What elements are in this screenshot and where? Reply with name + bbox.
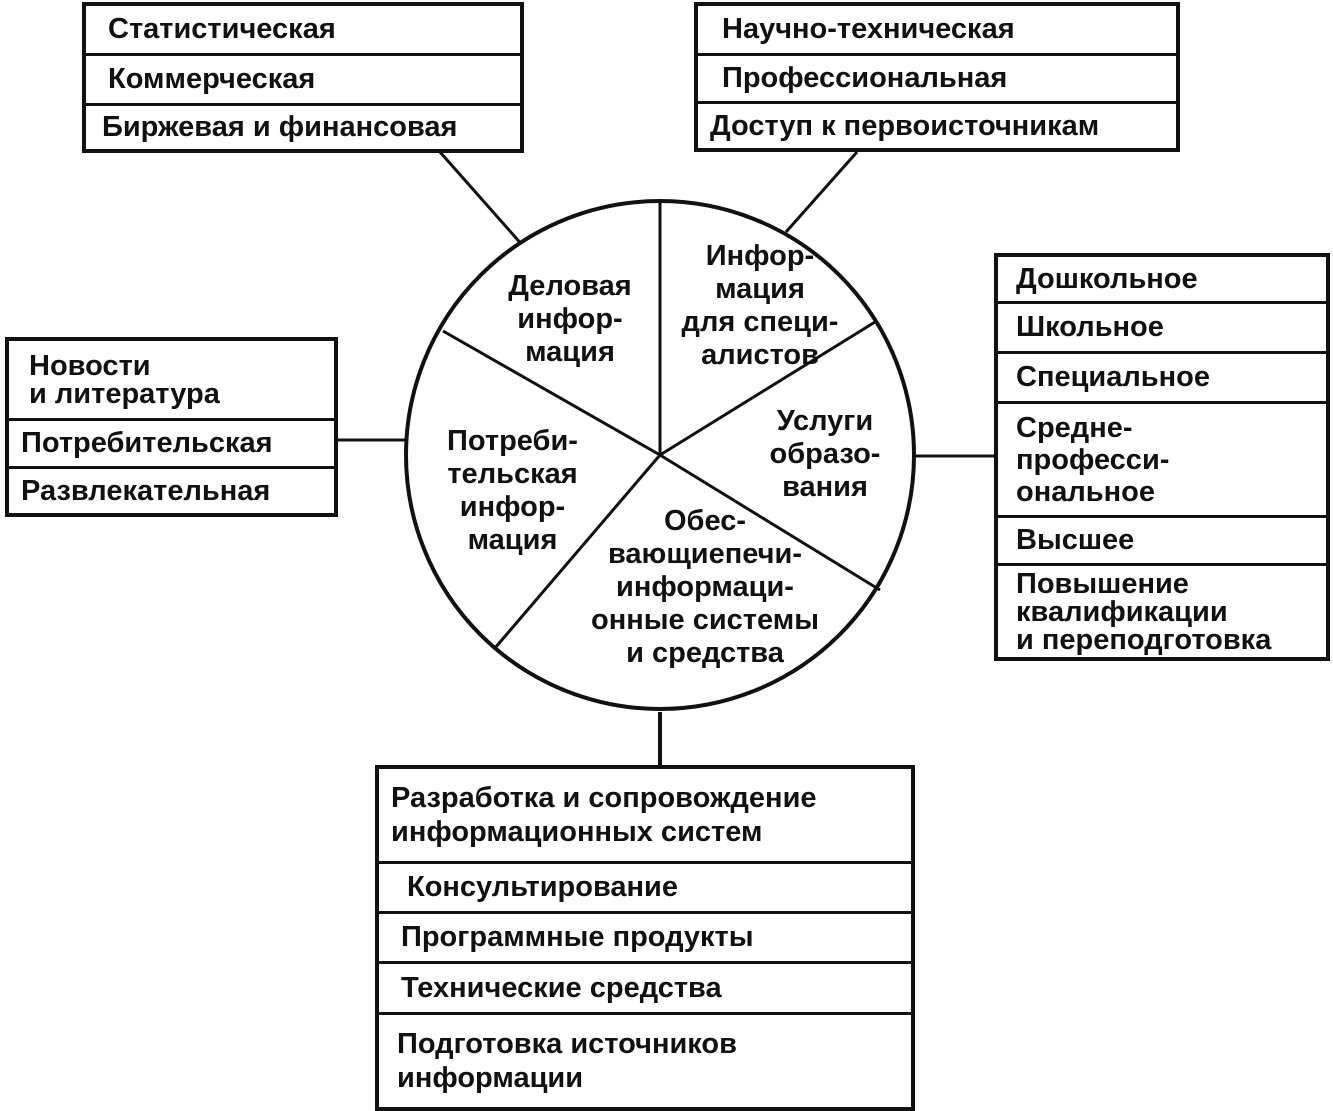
list-item-secondary-vocational: Средне- професси- ональное [998,404,1326,518]
list-item-software-products: Программные продукты [379,914,911,964]
list-item-primary-sources: Доступ к первоисточникам [710,109,1100,142]
list-item-development-support: Разработка и сопровождение информационны… [379,769,911,864]
list-item-exchange-financial: Биржевая и финансовая [102,111,458,143]
sector-business-label: Деловая инфор- мация [508,270,632,368]
divider-upper-left [442,329,661,457]
box-education-services: Дошкольное Школьное Специальное Средне- … [994,253,1330,661]
list-item-entertainment: Развлекательная [21,474,271,507]
list-item-consumer: Потребительская [9,421,334,469]
list-item-consulting: Консультирование [379,864,911,914]
list-item-commercial: Коммерческая [86,56,520,106]
box-consumer-info: Новости и литература Потребительская Раз… [5,337,338,517]
list-item-news-literature: Новости и литература [9,341,334,421]
list-item-preschool: Дошкольное [998,257,1326,304]
divider-upper-right [659,320,876,457]
box-specialists-info: Научно-техническая Профессиональная Дост… [694,2,1180,152]
list-item-advanced-training: Повышение квалификации и переподготовка [1016,567,1272,656]
connector-specialists [784,151,859,233]
sector-consumer-label: Потреби- тельская инфор- мация [447,425,578,556]
box-info-systems: Разработка и сопровождение информационны… [375,765,915,1111]
list-item-statistical: Статистическая [86,6,520,56]
sector-education-label: Услуги образо- вания [769,405,881,503]
list-item-higher: Высшее [998,518,1326,566]
list-item-source-preparation: Подготовка источников информации [397,1028,737,1094]
sector-specialists-label: Инфор- мация для специ- алистов [681,240,839,371]
list-item-professional: Профессиональная [698,56,1176,104]
box-business-info: Статистическая Коммерческая Биржевая и ф… [82,2,524,153]
list-item-school: Школьное [998,304,1326,354]
list-item-scientific-technical: Научно-техническая [698,6,1176,56]
divider-lower-right [659,453,881,592]
list-item-hardware: Технические средства [379,964,911,1015]
list-item-special: Специальное [998,354,1326,404]
connector-business [438,151,526,248]
divider-lower-left [493,454,662,649]
sector-systems-label: Обес- вающиепечи- информаци- онные систе… [591,505,819,669]
